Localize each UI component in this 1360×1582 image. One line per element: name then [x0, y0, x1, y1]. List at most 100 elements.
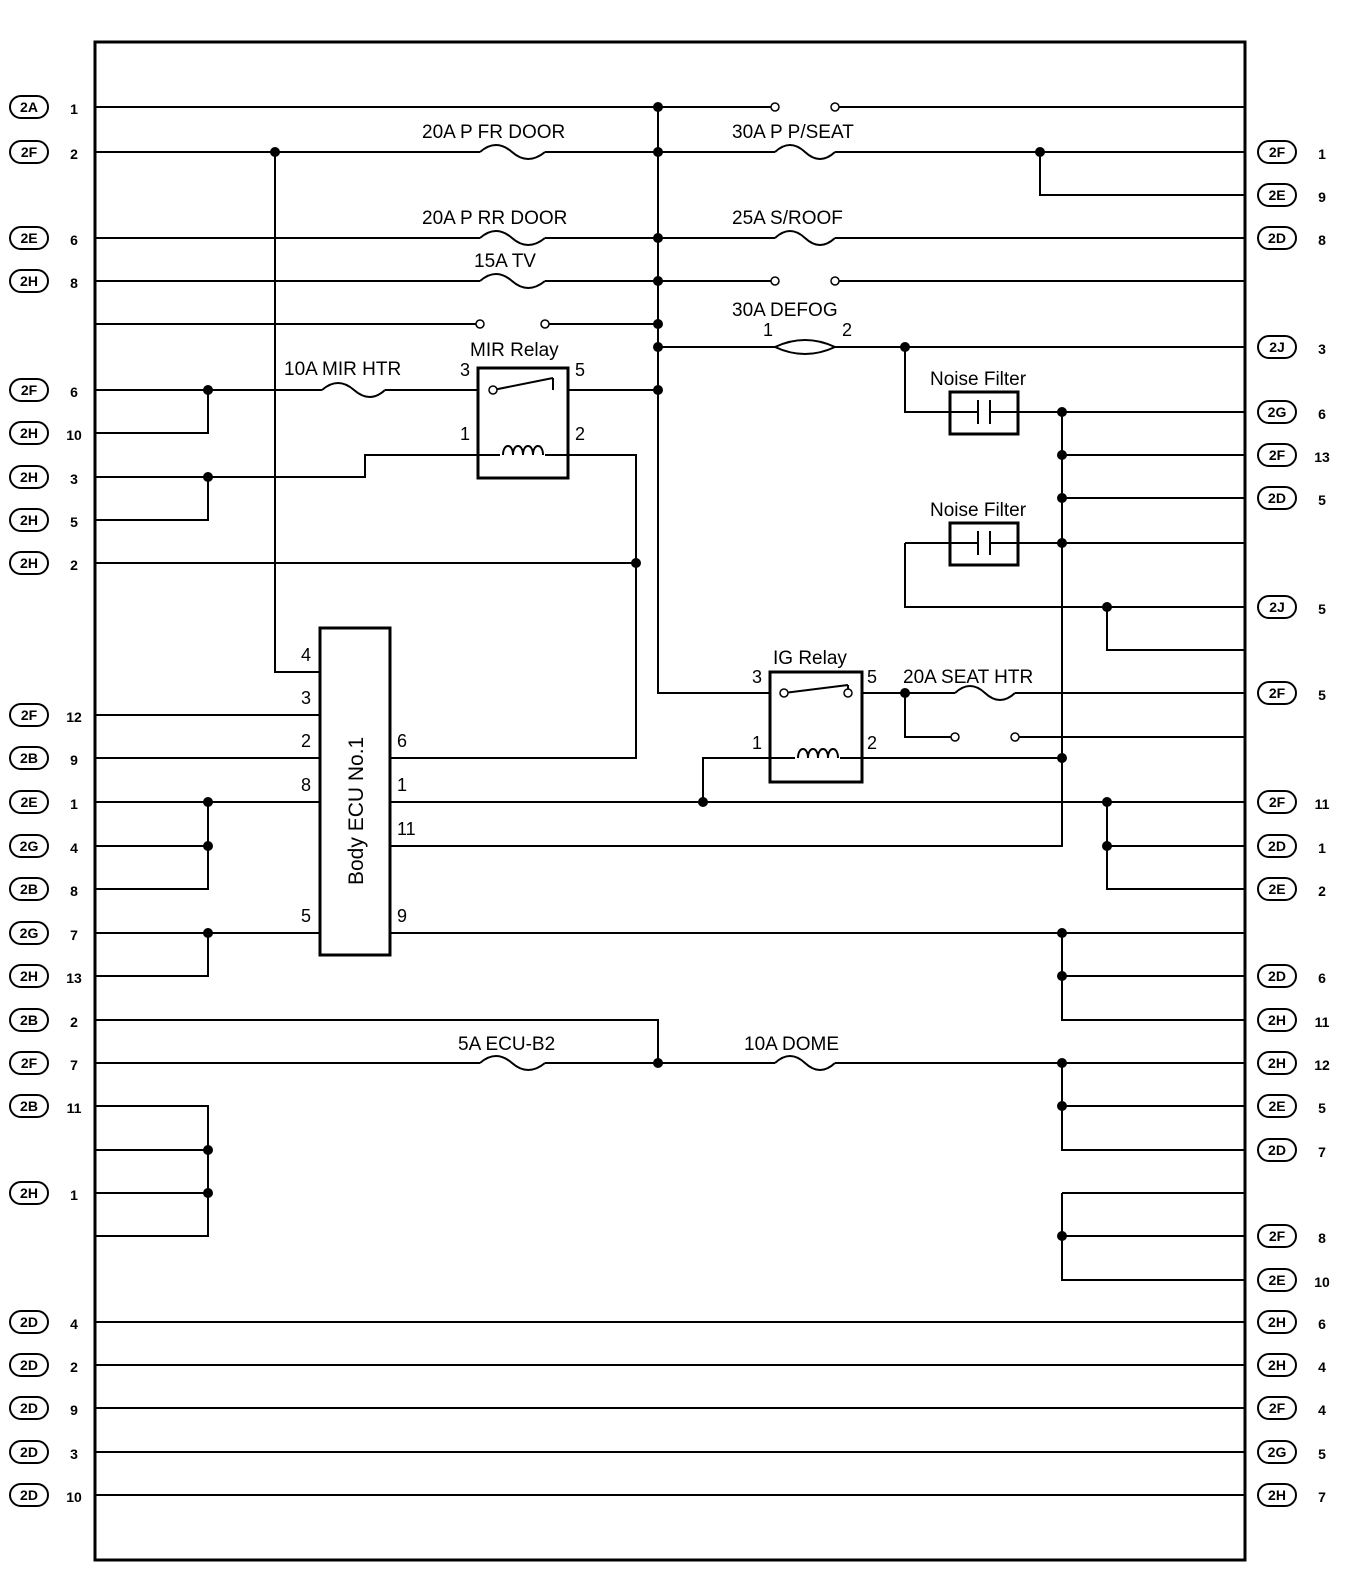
connector-pin: 11 — [1315, 1014, 1330, 1030]
connector-badge — [9, 703, 49, 727]
ecu-pin-4: 4 — [301, 645, 311, 665]
connector-pin: 2 — [70, 1359, 78, 1375]
fuse-symbols — [321, 144, 1016, 1071]
connector-id: 2B — [20, 1012, 38, 1028]
wire-2h-10 — [95, 390, 209, 434]
connector-pin: 8 — [1318, 1230, 1326, 1246]
connector-badge — [1257, 1483, 1297, 1507]
fuse-icon — [774, 339, 836, 355]
connector-pin: 7 — [70, 1057, 78, 1073]
connector-id: 2D — [20, 1400, 38, 1416]
connector-badge — [9, 1094, 49, 1118]
connector-badge — [1257, 790, 1297, 814]
connector-pin: 13 — [1314, 449, 1330, 465]
connector-pin: 7 — [1318, 1489, 1326, 1505]
connector-badge — [9, 508, 49, 532]
ig-relay-pin-3: 3 — [752, 667, 762, 687]
left-connector-2B-2: 2B 2 — [9, 1008, 78, 1032]
connector-id: 2B — [20, 881, 38, 897]
connector-badge — [1257, 964, 1297, 988]
connector-id: 2F — [1269, 144, 1286, 160]
left-connector-2D-2: 2D 2 — [9, 1353, 78, 1377]
connector-id: 2D — [20, 1357, 38, 1373]
connector-id: 2D — [20, 1314, 38, 1330]
wire-2b-2 — [95, 1019, 659, 1063]
connector-badge — [1257, 877, 1297, 901]
wire-mir-relay-2 — [390, 454, 637, 759]
connector-pin: 9 — [70, 1402, 78, 1418]
wire-2f-8 — [1061, 1192, 1245, 1281]
connector-id: 2H — [20, 555, 38, 571]
wire-2h-3 — [95, 454, 478, 478]
fuse-icon — [774, 1055, 836, 1071]
noise-filter-1-label: Noise Filter — [930, 369, 1027, 390]
connector-id: 2E — [1268, 187, 1285, 203]
bus-main — [657, 107, 770, 694]
connector-id: 2H — [20, 968, 38, 984]
connector-id: 2J — [1269, 339, 1285, 355]
connector-pin: 4 — [70, 840, 78, 856]
wire-noise-filter-2 — [904, 542, 1245, 608]
fuse-icon — [774, 144, 836, 160]
connector-pin: 5 — [1318, 1100, 1326, 1116]
connector-badge — [9, 140, 49, 164]
mir-relay-label: MIR Relay — [470, 340, 559, 361]
connector-badge — [1257, 1224, 1297, 1248]
connector-pin: 2 — [1318, 883, 1326, 899]
wire-2d-6 — [1061, 933, 1245, 1021]
body-ecu-label: Body ECU No.1 — [345, 737, 368, 885]
connector-id: 2H — [1268, 1487, 1286, 1503]
connector-badge — [1257, 1051, 1297, 1075]
fuse-icon — [479, 230, 546, 246]
connector-badge — [9, 877, 49, 901]
connector-pin: 10 — [1314, 1274, 1330, 1290]
connector-id: 2E — [20, 230, 37, 246]
right-connector-2F-13: 2F 13 — [1257, 443, 1330, 467]
connector-badge — [1257, 1353, 1297, 1377]
connector-pin: 2 — [70, 1014, 78, 1030]
connector-id: 2H — [20, 469, 38, 485]
ig-relay-label: IG Relay — [773, 648, 847, 669]
wire-noise-filter-1 — [904, 347, 1245, 413]
connector-badge — [9, 790, 49, 814]
mir-relay-pin-1: 1 — [460, 424, 470, 444]
connector-badge — [9, 1440, 49, 1464]
connector-pin: 6 — [1318, 1316, 1326, 1332]
connector-badge — [9, 465, 49, 489]
ecu-pin-8: 8 — [301, 775, 311, 795]
mir-relay-pin-2: 2 — [575, 424, 585, 444]
connector-badge — [1257, 1138, 1297, 1162]
connector-badge — [9, 226, 49, 250]
connector-id: 2J — [1269, 599, 1285, 615]
connector-pin: 11 — [1315, 796, 1330, 812]
connector-pin: 2 — [70, 557, 78, 573]
connector-id: 2H — [20, 273, 38, 289]
wire-2j-5 — [1106, 607, 1245, 651]
coil-icon — [797, 748, 839, 759]
connector-id: 2F — [1269, 447, 1286, 463]
connector-badge — [1257, 595, 1297, 619]
connector-id: 2E — [20, 794, 37, 810]
connector-badge — [9, 746, 49, 770]
wire-2b-11-group — [95, 1105, 209, 1237]
wire-2d-1 — [1106, 802, 1245, 890]
connector-id: 2G — [20, 925, 39, 941]
connector-badge — [1257, 681, 1297, 705]
connector-pin: 12 — [66, 709, 82, 725]
connector-pin: 8 — [70, 883, 78, 899]
connector-badge — [1257, 443, 1297, 467]
connector-pin: 6 — [70, 232, 78, 248]
